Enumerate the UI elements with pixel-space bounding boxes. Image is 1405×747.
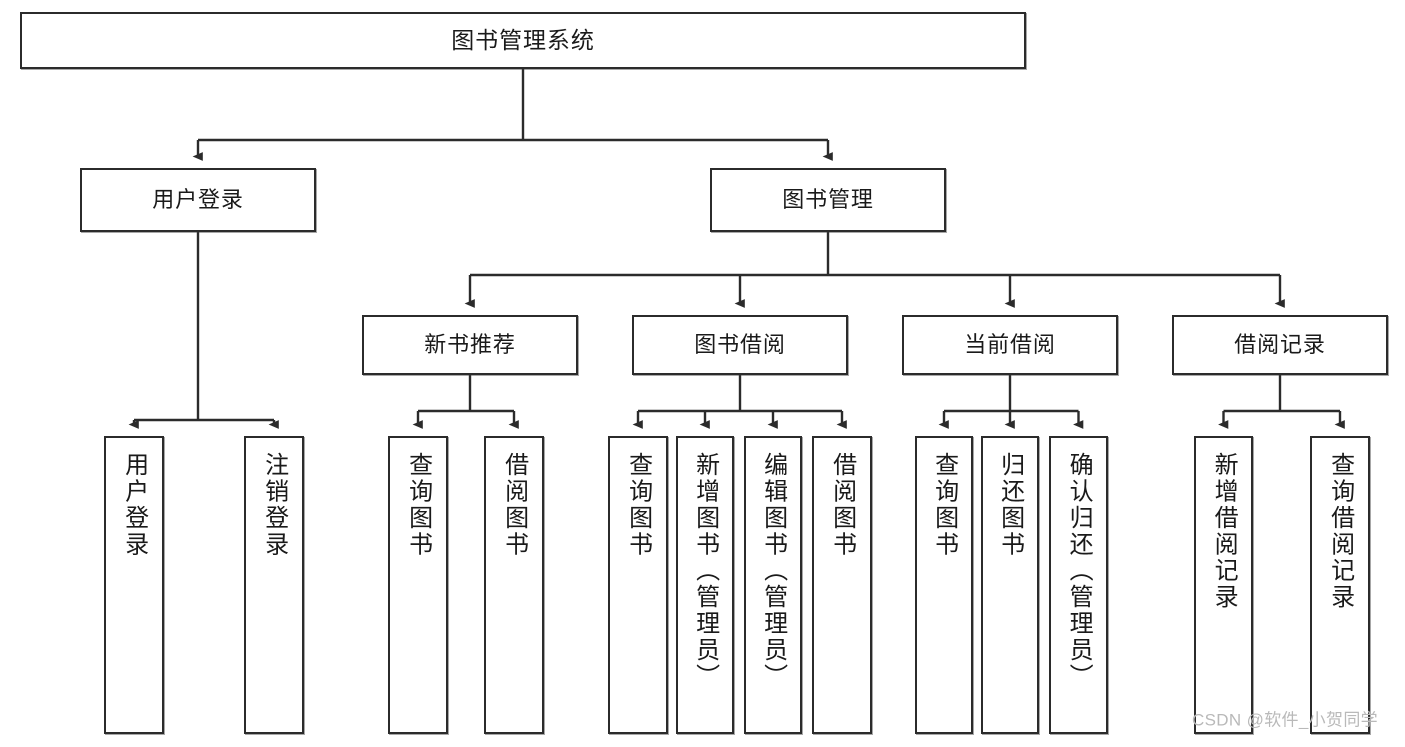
node-label: 归还图书 [996, 452, 1024, 558]
node-root-图书管理系统[interactable]: 图书管理系统 [20, 12, 1026, 69]
node-leaf-add-book[interactable]: 新增图书（管理员） [676, 436, 734, 734]
node-label: 当前借阅 [964, 331, 1056, 357]
node-leaf-edit-book[interactable]: 编辑图书（管理员） [744, 436, 802, 734]
node-leaf-user-logout[interactable]: 注销登录 [244, 436, 304, 734]
node-user-login[interactable]: 用户登录 [80, 168, 316, 232]
node-label: 注销登录 [260, 452, 288, 558]
node-label: 新书推荐 [424, 331, 516, 357]
node-current-borrow[interactable]: 当前借阅 [902, 315, 1118, 375]
node-leaf-query-record[interactable]: 查询借阅记录 [1310, 436, 1370, 734]
node-label: 查询图书 [930, 452, 958, 558]
node-label: 查询图书 [404, 452, 432, 558]
node-label: 借阅记录 [1234, 331, 1326, 357]
node-label: 用户登录 [120, 452, 148, 558]
node-label: 图书借阅 [694, 331, 786, 357]
node-label: 新增借阅记录 [1210, 452, 1238, 611]
node-leaf-query-book-3[interactable]: 查询图书 [915, 436, 973, 734]
node-leaf-query-book-1[interactable]: 查询图书 [388, 436, 448, 734]
node-label: 借阅图书 [500, 452, 528, 558]
node-label: 编辑图书（管理员） [759, 452, 787, 690]
node-label: 新增图书（管理员） [691, 452, 719, 690]
node-leaf-borrow-book-1[interactable]: 借阅图书 [484, 436, 544, 734]
node-new-book-recommend[interactable]: 新书推荐 [362, 315, 578, 375]
node-leaf-confirm-return[interactable]: 确认归还（管理员） [1049, 436, 1108, 734]
node-leaf-add-record[interactable]: 新增借阅记录 [1194, 436, 1253, 734]
node-leaf-user-login[interactable]: 用户登录 [104, 436, 164, 734]
node-label: 确认归还（管理员） [1065, 452, 1093, 690]
node-leaf-borrow-book-2[interactable]: 借阅图书 [812, 436, 872, 734]
node-label: 查询图书 [624, 452, 652, 558]
node-book-manage[interactable]: 图书管理 [710, 168, 946, 232]
node-label: 图书管理系统 [451, 27, 595, 54]
node-label: 图书管理 [782, 186, 874, 212]
node-book-borrow[interactable]: 图书借阅 [632, 315, 848, 375]
node-label: 借阅图书 [828, 452, 856, 558]
node-borrow-record[interactable]: 借阅记录 [1172, 315, 1388, 375]
node-leaf-return-book[interactable]: 归还图书 [981, 436, 1039, 734]
node-leaf-query-book-2[interactable]: 查询图书 [608, 436, 668, 734]
node-label: 用户登录 [152, 186, 244, 212]
node-label: 查询借阅记录 [1326, 452, 1354, 611]
csdn-watermark: CSDN @软件_小贺同学 [1192, 710, 1379, 730]
